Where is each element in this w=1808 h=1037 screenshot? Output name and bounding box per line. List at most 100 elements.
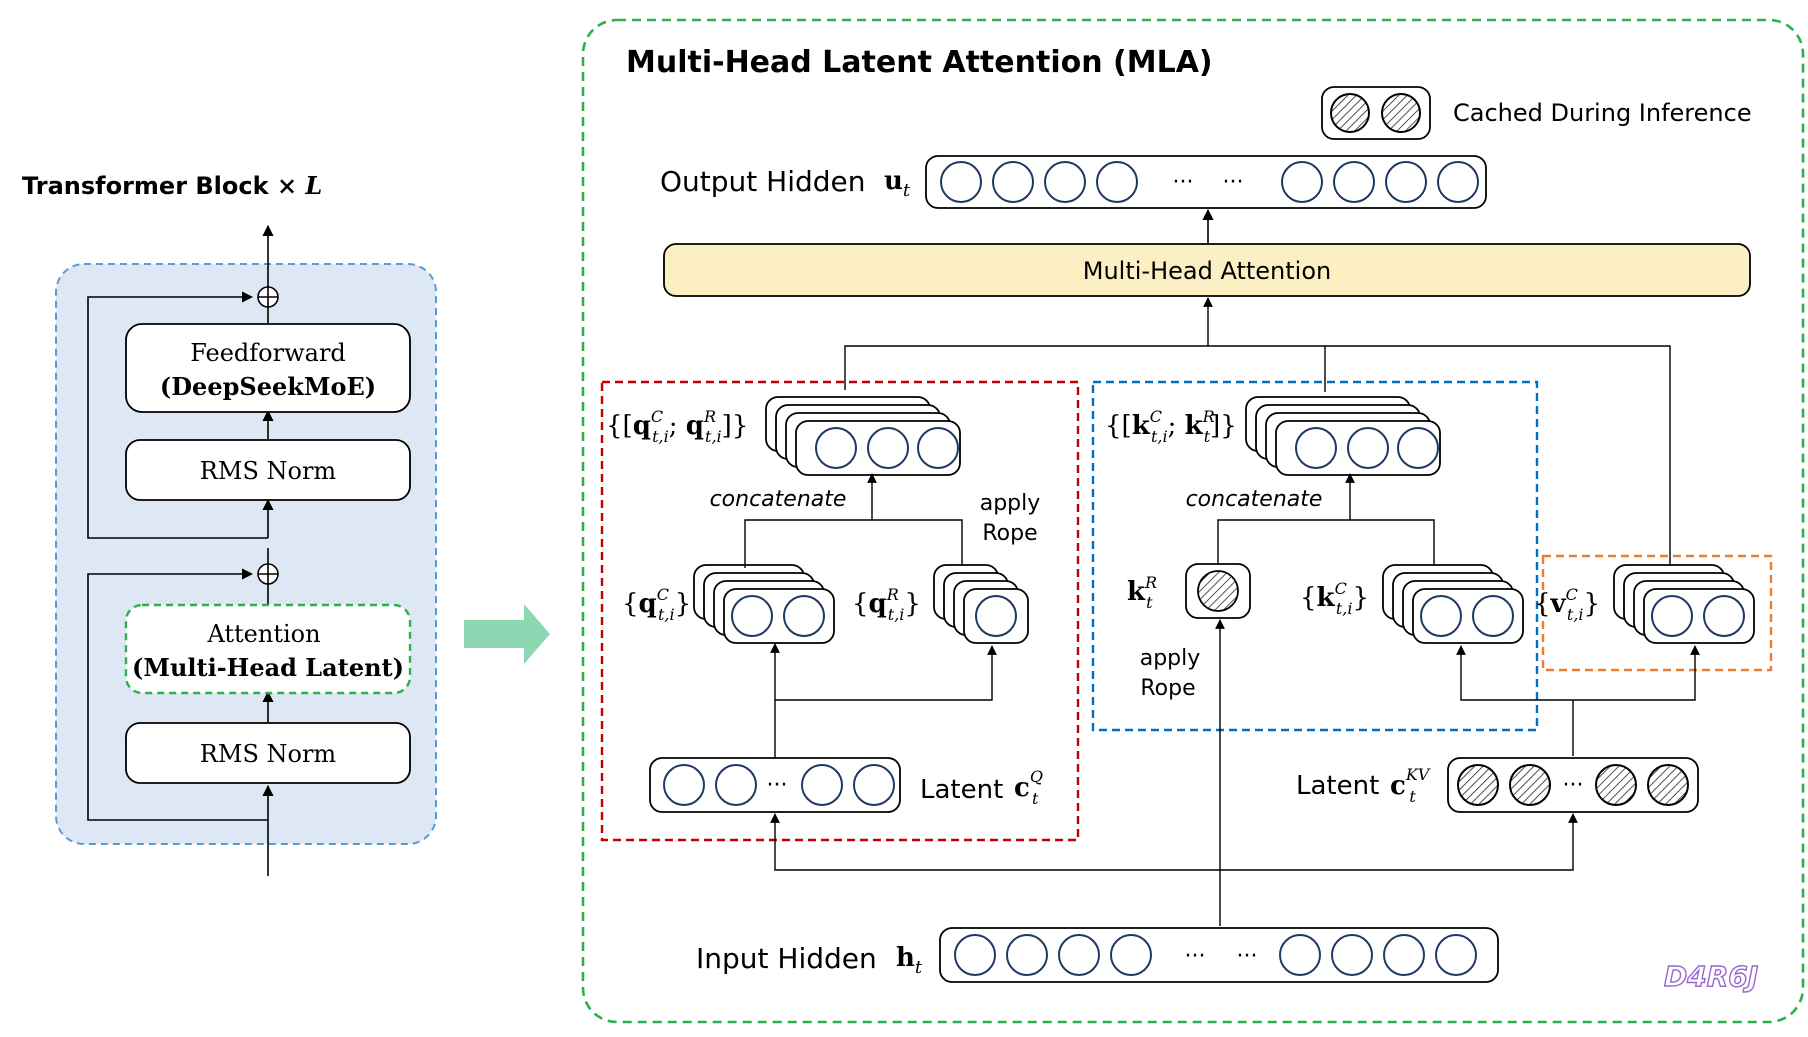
latent-q-element bbox=[801, 764, 843, 806]
input-hidden-element bbox=[1110, 934, 1152, 976]
input-hidden-element bbox=[1058, 934, 1100, 976]
svg-text:···: ··· bbox=[1173, 170, 1194, 195]
qr-stack bbox=[933, 564, 1029, 644]
svg-text:Attention: Attention bbox=[206, 620, 320, 648]
svg-text:(Multi-Head Latent): (Multi-Head Latent) bbox=[132, 653, 404, 682]
svg-text:Cached During Inference: Cached During Inference bbox=[1453, 99, 1752, 127]
output-hidden-element bbox=[1333, 161, 1375, 203]
rms-norm-box: RMS Norm bbox=[125, 722, 411, 784]
rms-norm-box: RMS Norm bbox=[125, 439, 411, 501]
input-hidden-element bbox=[954, 934, 996, 976]
svg-text:···: ··· bbox=[767, 773, 788, 798]
cached-legend-circle bbox=[1330, 93, 1370, 133]
svg-text:RMS Norm: RMS Norm bbox=[200, 457, 337, 485]
qc-stack-element bbox=[783, 595, 825, 637]
latent-q-element bbox=[663, 764, 705, 806]
latent-kv-label: Latent bbox=[1296, 771, 1379, 801]
mla-container bbox=[581, 18, 1805, 1024]
q-concat-stack-element bbox=[867, 427, 909, 469]
k-rope-label: Rope bbox=[1140, 676, 1195, 701]
input-hidden-element bbox=[1279, 934, 1321, 976]
k-concat-stack bbox=[1245, 396, 1441, 476]
residual-add-icon bbox=[257, 563, 279, 585]
q-concatenate-label: concatenate bbox=[710, 487, 847, 512]
key-group bbox=[1091, 380, 1539, 732]
latent-kv-element bbox=[1595, 764, 1637, 806]
latent-kv-vector bbox=[1447, 757, 1699, 813]
output-hidden-element bbox=[1385, 161, 1427, 203]
svg-text:···: ··· bbox=[1563, 773, 1584, 798]
query-group bbox=[600, 380, 1080, 842]
residual-add-icon bbox=[257, 286, 279, 308]
cached-legend-circle bbox=[1381, 93, 1421, 133]
output-hidden-element bbox=[992, 161, 1034, 203]
latent-q-element bbox=[715, 764, 757, 806]
kc-stack-element bbox=[1472, 595, 1514, 637]
output-hidden-element bbox=[1281, 161, 1323, 203]
vc-stack bbox=[1613, 564, 1755, 644]
q-rope-label: Rope bbox=[982, 521, 1037, 546]
latent-q-label: Latent bbox=[920, 775, 1003, 805]
k-apply-label: apply bbox=[1140, 646, 1201, 671]
output-hidden-element bbox=[1096, 161, 1138, 203]
signature: D4R6J bbox=[1664, 960, 1758, 993]
kc-stack bbox=[1382, 564, 1524, 644]
qr-stack-element bbox=[975, 595, 1017, 637]
output-hidden-element bbox=[940, 161, 982, 203]
qc-stack-element bbox=[731, 595, 773, 637]
attention-box: Attention (Multi-Head Latent) bbox=[124, 603, 412, 695]
latent-q-element bbox=[853, 764, 895, 806]
vc-stack-element bbox=[1703, 595, 1745, 637]
svg-text:···: ··· bbox=[1185, 944, 1206, 969]
output-hidden-element bbox=[1437, 161, 1479, 203]
q-apply-label: apply bbox=[980, 491, 1041, 516]
big-right-arrow-icon bbox=[464, 604, 550, 664]
svg-text:···: ··· bbox=[1237, 944, 1258, 969]
mla-title: Multi-Head Latent Attention (MLA) bbox=[626, 45, 1213, 80]
k-concat-stack-element bbox=[1295, 427, 1337, 469]
svg-text:···: ··· bbox=[1223, 170, 1244, 195]
svg-text:Multi-Head Attention: Multi-Head Attention bbox=[1083, 257, 1331, 285]
cached-legend: Cached During Inference bbox=[1321, 86, 1752, 140]
latent-kv-element bbox=[1457, 764, 1499, 806]
svg-text:(DeepSeekMoE): (DeepSeekMoE) bbox=[160, 372, 376, 401]
value-group bbox=[1541, 554, 1773, 672]
vc-stack-element bbox=[1651, 595, 1693, 637]
qc-stack bbox=[693, 564, 835, 644]
svg-text:RMS Norm: RMS Norm bbox=[200, 740, 337, 768]
transformer-block-title: Transformer Block × L bbox=[22, 171, 322, 200]
latent-kv-element bbox=[1647, 764, 1689, 806]
input-hidden-label: Input Hidden bbox=[696, 942, 877, 975]
input-hidden-symbol: ht bbox=[896, 943, 923, 978]
input-hidden-element bbox=[1383, 934, 1425, 976]
q-concat-stack-element bbox=[917, 427, 959, 469]
output-hidden-element bbox=[1044, 161, 1086, 203]
input-hidden-element bbox=[1435, 934, 1477, 976]
q-concat-stack bbox=[765, 396, 961, 476]
kc-stack-element bbox=[1420, 595, 1462, 637]
output-hidden-label: Output Hidden bbox=[660, 165, 866, 198]
mla-panel: Multi-Head Latent Attention (MLA) Cached… bbox=[581, 18, 1805, 1024]
transformer-block-panel: Transformer Block × L Feedforward bbox=[22, 171, 437, 876]
k-concatenate-label: concatenate bbox=[1186, 487, 1323, 512]
latent-kv-element bbox=[1509, 764, 1551, 806]
k-concat-stack-element bbox=[1347, 427, 1389, 469]
k-concat-stack-element bbox=[1397, 427, 1439, 469]
kr-vector bbox=[1185, 563, 1251, 619]
output-hidden-symbol: ut bbox=[884, 166, 911, 201]
input-hidden-element bbox=[1006, 934, 1048, 976]
q-concat-stack-element bbox=[815, 427, 857, 469]
multi-head-attention-box: Multi-Head Attention bbox=[663, 243, 1751, 297]
input-hidden-element bbox=[1331, 934, 1373, 976]
feedforward-box: Feedforward (DeepSeekMoE) bbox=[125, 323, 411, 413]
